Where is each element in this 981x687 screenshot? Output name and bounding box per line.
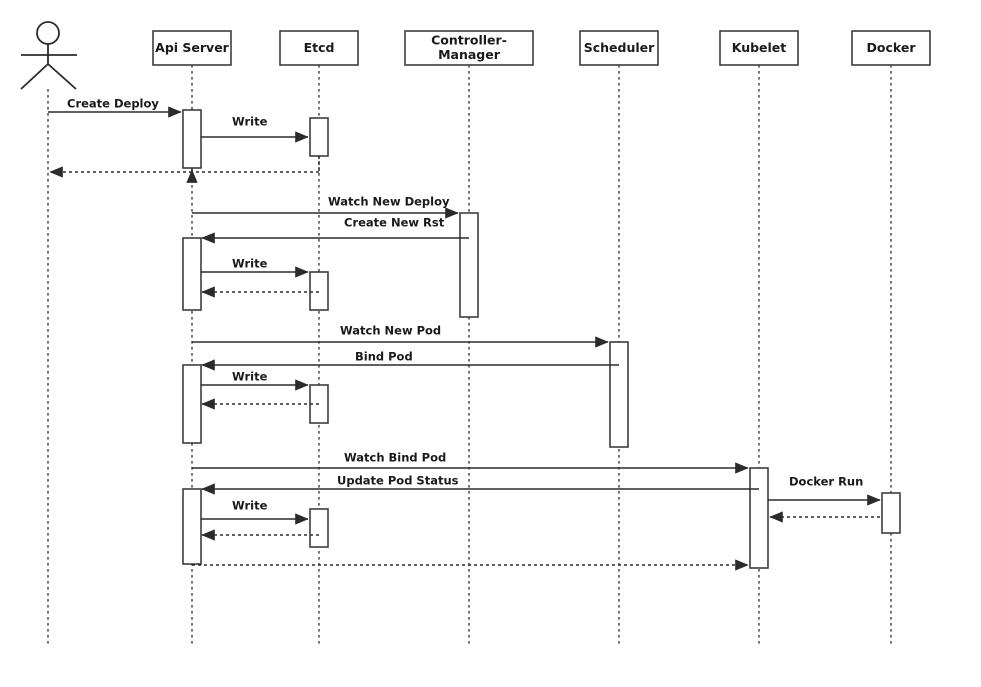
participant-box-scheduler[interactable]: [579, 30, 659, 66]
participants-layer: Api Server Etcd Controller-Manager Schedule…: [152, 30, 931, 66]
activation-bar-api-server: [182, 488, 202, 565]
participant-label-controller-manager: Manager: [438, 47, 501, 62]
activation-bar-api-server: [182, 237, 202, 311]
participant-label-kubelet: Kubelet: [732, 40, 787, 55]
activation-bar-api-server: [182, 364, 202, 444]
participant-box-kubelet[interactable]: [719, 30, 799, 66]
msg-create-deploy-label: Create Deploy: [67, 97, 159, 111]
participant-box-controller-manager[interactable]: [404, 30, 534, 66]
msg-create-new-rst-label: Create New Rst: [344, 216, 445, 230]
msg-bind-pod-label: Bind Pod: [355, 350, 413, 364]
msg-write-4-label: Write: [232, 499, 268, 513]
participant-box-api-server[interactable]: [152, 30, 232, 66]
msg-docker-run-label: Docker Run: [789, 475, 863, 489]
actor-leg-right: [47, 63, 77, 90]
activation-bar-kubelet: [749, 467, 769, 569]
participant-label-docker: Docker: [867, 40, 917, 55]
participant-label-etcd: Etcd: [304, 40, 335, 55]
actor-head: [36, 21, 60, 45]
msg-watch-new-deploy-label: Watch New Deploy: [328, 195, 450, 209]
msg-watch-bind-pod-label: Watch Bind Pod: [344, 451, 446, 465]
participant-label-controller-manager: Controller-: [431, 33, 507, 48]
actor-layer: [20, 21, 77, 90]
participant-box-etcd[interactable]: [279, 30, 359, 66]
msg-update-pod-status-label: Update Pod Status: [337, 474, 459, 488]
activation-bar-scheduler: [609, 341, 629, 448]
participant-label-scheduler: Scheduler: [584, 40, 655, 55]
msg-watch-new-pod-label: Watch New Pod: [340, 324, 441, 338]
msg-write-2-label: Write: [232, 257, 268, 271]
participant-box-docker[interactable]: [851, 30, 931, 66]
activation-bar-etcd: [309, 508, 329, 548]
actor-leg-left: [20, 63, 49, 90]
activation-bar-api-server: [182, 109, 202, 169]
activation-bar-etcd: [309, 117, 329, 157]
msg-write-1-label: Write: [232, 115, 268, 129]
activations-layer: [182, 109, 901, 569]
msg-write-3-label: Write: [232, 370, 268, 384]
activation-bar-etcd: [309, 271, 329, 311]
participant-label-api-server: Api Server: [155, 40, 230, 55]
activation-bar-controller-manager: [459, 212, 479, 318]
activation-bar-docker: [881, 492, 901, 534]
